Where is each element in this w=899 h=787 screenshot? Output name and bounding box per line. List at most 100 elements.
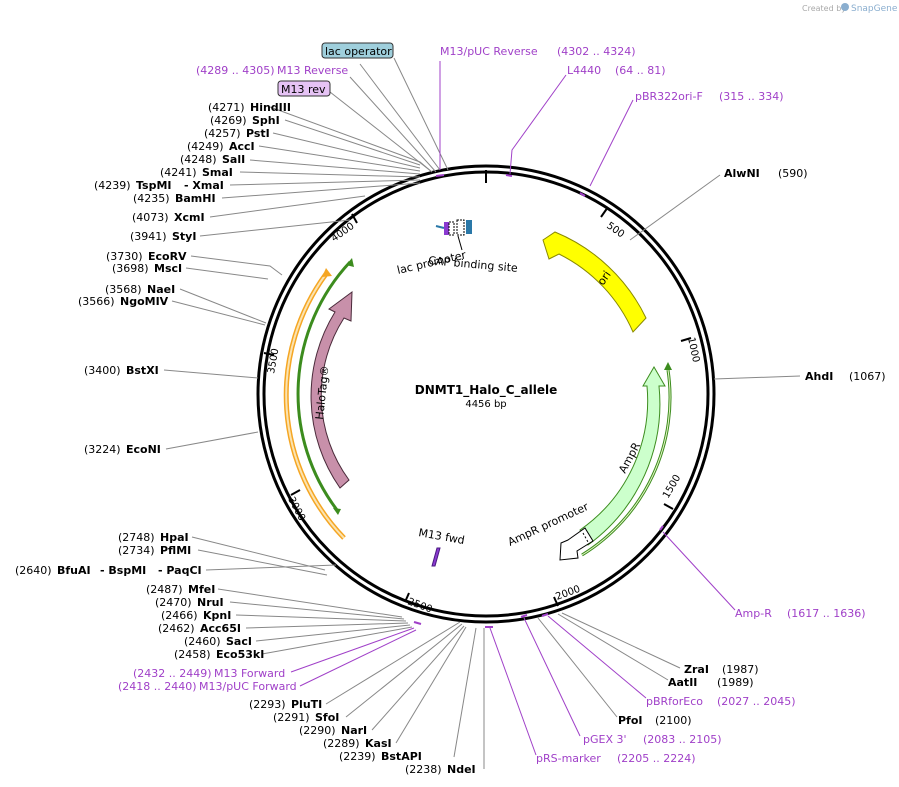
- tick-label-1000: 1000: [685, 336, 701, 363]
- tick-label-3500: 3500: [266, 348, 281, 375]
- enzyme-naei-name: NaeI: [147, 283, 175, 296]
- primer-marks: [413, 174, 664, 628]
- primer-amp-r-name: Amp-R: [735, 607, 772, 620]
- primer-prs-marker-name: pRS-marker: [536, 752, 601, 765]
- leader-hindiii: [269, 106, 433, 173]
- enzyme-mfei-name: MfeI: [188, 583, 215, 596]
- lac-operator-box[interactable]: [321, 42, 394, 59]
- primer-mark-amp-r: [659, 525, 664, 531]
- enzyme-bamhi-name: BamHI: [175, 192, 216, 205]
- enzyme-styi-name: StyI: [172, 230, 196, 243]
- orange-arc-highlight: [285, 273, 345, 539]
- primer-amp-r-range: (1617 .. 1636): [787, 607, 866, 620]
- enzyme-bstxi-pos: (3400): [84, 364, 121, 377]
- enzyme-kasi-pos: (2289): [323, 737, 360, 750]
- enzyme-paqci-name: - PaqCI: [158, 564, 202, 577]
- primer-m13-reverse-range: (4289 .. 4305): [196, 64, 275, 77]
- primer-mark-pbrforeco: [541, 613, 549, 617]
- tick-3500: [263, 352, 275, 356]
- orange-arc-head: [322, 268, 332, 277]
- tick-1000: [680, 337, 692, 342]
- enzyme-acci-pos: (4249): [187, 140, 224, 153]
- enzyme-zrai-pos: (1987): [722, 663, 759, 676]
- enzyme-pflmi-pos: (2734): [118, 544, 155, 557]
- enzyme-pfoi-pos: (2100): [655, 714, 692, 727]
- enzyme-sphi-name: SphI: [252, 114, 280, 127]
- primer-l4440-range: (64 .. 81): [615, 64, 666, 77]
- enzyme-zrai-name: ZraI: [684, 663, 709, 676]
- tick-4000: [351, 213, 358, 224]
- lac-promoter-mark[interactable]: [448, 221, 455, 236]
- snapgene-logo-icon: [841, 3, 849, 11]
- m13-fwd-feature[interactable]: [431, 547, 441, 567]
- enzyme-xcmi-name: XcmI: [174, 211, 205, 224]
- tick-500: [600, 206, 609, 218]
- primer-pbr322ori-name: pBR322ori-F: [635, 90, 703, 103]
- backbone-outer: [256, 164, 716, 624]
- enzyme-eco53ki-name: Eco53kI: [216, 648, 264, 661]
- enzyme-mfei-pos: (2487): [146, 583, 183, 596]
- primer-pgex3-range: (2083 .. 2105): [643, 733, 722, 746]
- primer-mark-pbr322ori: [579, 192, 586, 197]
- plasmid-length: 4456 bp: [465, 399, 506, 410]
- enzyme-smai-pos: (4241): [160, 166, 197, 179]
- enzyme-sphi-pos: (4269): [210, 114, 247, 127]
- enzyme-ecorv-pos: (3730): [106, 250, 143, 263]
- plasmid-name: DNMT1_Halo_C_allele: [415, 383, 558, 398]
- left-green-arc-tail: [333, 508, 341, 515]
- cap-site-mark[interactable]: [456, 219, 465, 236]
- primer-mark-l4440: [505, 174, 513, 177]
- lac-cluster-m13rev-mark[interactable]: [444, 222, 449, 235]
- enzyme-bspmi-name: - BspMI: [100, 564, 146, 577]
- enzyme-econi-pos: (3224): [84, 443, 121, 456]
- enzyme-msci-name: MscI: [154, 262, 182, 275]
- cap-binding-site-label: CAP binding site: [428, 254, 519, 275]
- ampr-feature[interactable]: [579, 366, 666, 546]
- enzyme-saci-name: SacI: [226, 635, 252, 648]
- lac-cluster-stub: [435, 225, 445, 229]
- enzyme-sfoi-pos: (2291): [273, 711, 310, 724]
- credit-text: Created by: [802, 4, 846, 13]
- enzyme-acc65i-name: Acc65I: [200, 622, 241, 635]
- enzyme-smai-name: SmaI: [202, 166, 233, 179]
- lac-operator-label: lac operator: [325, 45, 392, 58]
- enzyme-kasi-name: KasI: [365, 737, 392, 750]
- primer-pbr322ori-range: (315 .. 334): [719, 90, 784, 103]
- enzyme-msci-pos: (3698): [112, 262, 149, 275]
- primer-m13-reverse-name: M13 Reverse: [277, 64, 348, 77]
- halotag-label: HaloTag®: [313, 365, 332, 420]
- enzyme-labels-left: (4271) HindIII (4269) SphI (4257) PstI (…: [15, 101, 476, 776]
- tick-2500: [404, 592, 410, 603]
- tick-marks: 500 1000 1500 2000 2500 3000 3500 4000: [263, 170, 701, 616]
- primer-m13-forward-range: (2432 .. 2449): [133, 667, 212, 680]
- enzyme-ahdi-pos: (1067): [849, 370, 886, 383]
- tick-label-500: 500: [604, 220, 626, 240]
- primer-prs-marker-range: (2205 .. 2224): [617, 752, 696, 765]
- enzyme-acci-name: AccI: [229, 140, 255, 153]
- ampr-arc-head: [664, 362, 672, 370]
- enzyme-ndei-pos: (2238): [405, 763, 442, 776]
- enzyme-xmai-name: - XmaI: [184, 179, 224, 192]
- halotag-feature[interactable]: [310, 290, 353, 489]
- primer-m13puc-reverse-name: M13/pUC Reverse: [440, 45, 538, 58]
- primer-mark-pgex3: [520, 614, 528, 618]
- leader-m13pucrev: [359, 63, 441, 171]
- enzyme-nrui-name: NruI: [197, 596, 224, 609]
- enzyme-pluti-name: PluTI: [291, 698, 322, 711]
- ampr-promoter-feature[interactable]: [559, 527, 594, 561]
- enzyme-nrui-pos: (2470): [155, 596, 192, 609]
- enzyme-ecorv-name: EcoRV: [148, 250, 187, 263]
- leader-lines: [163, 57, 801, 769]
- primer-m13puc-forward-range: (2418 .. 2440): [118, 680, 197, 693]
- enzyme-alwni-pos: (590): [778, 167, 808, 180]
- lac-operator-mark[interactable]: [466, 220, 472, 234]
- ori-feature[interactable]: [542, 231, 647, 333]
- credit-brand: SnapGene: [851, 4, 898, 14]
- m13-rev-box[interactable]: [277, 80, 331, 97]
- primer-pbrforeco-name: pBRforEco: [646, 695, 703, 708]
- enzyme-saci-pos: (2460): [184, 635, 221, 648]
- leader-lac-operator: [393, 57, 449, 171]
- primer-pbrforeco-range: (2027 .. 2045): [717, 695, 796, 708]
- enzyme-hindiii-pos: (4271): [208, 101, 245, 114]
